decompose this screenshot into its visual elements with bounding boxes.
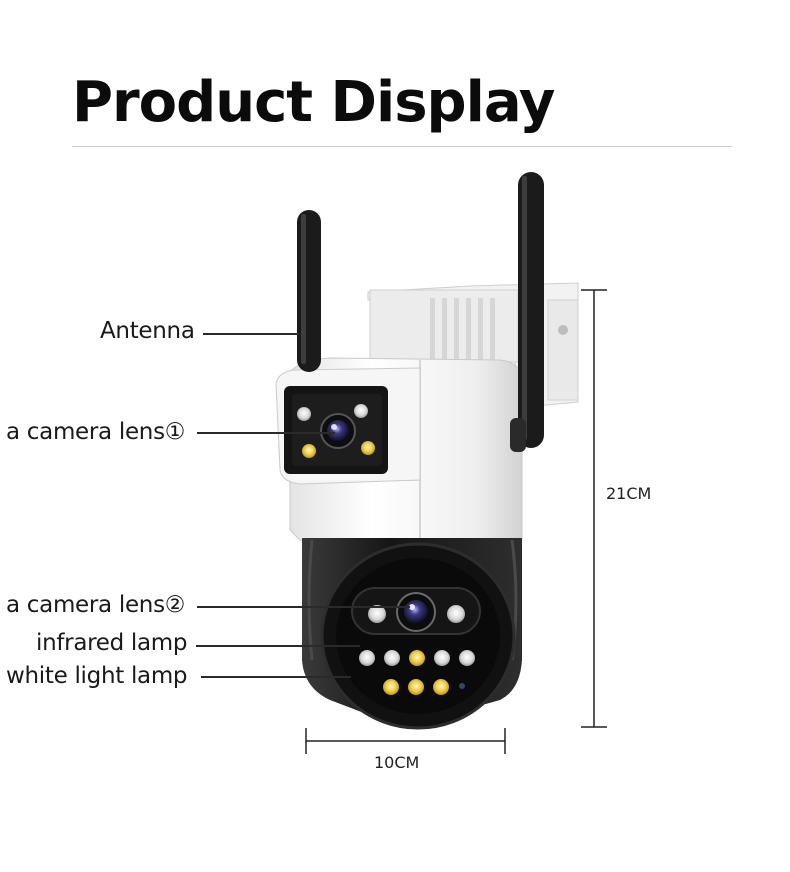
antenna-left — [297, 210, 321, 372]
label-camera-lens-1: a camera lens① — [6, 419, 186, 445]
height-dimension-label: 21CM — [606, 484, 652, 503]
title-divider — [72, 146, 732, 147]
leader-camera-lens-2 — [197, 606, 410, 608]
antenna-right — [510, 172, 544, 452]
camera-lens-1 — [320, 413, 356, 449]
height-dimension-line — [581, 289, 607, 728]
width-dimension-line — [305, 728, 506, 754]
lens-1-lamps — [297, 404, 375, 458]
label-infrared-lamp: infrared lamp — [36, 630, 188, 656]
label-camera-lens-2: a camera lens② — [6, 592, 186, 618]
label-white-light-lamp: white light lamp — [6, 663, 188, 689]
infrared-lamps — [359, 650, 475, 666]
camera-lens-2 — [396, 592, 436, 632]
lens-2-lamps — [368, 605, 465, 623]
width-dimension-label: 10CM — [374, 753, 420, 772]
leader-white-light-lamp — [201, 676, 351, 678]
white-light-lamps — [383, 679, 465, 695]
leader-camera-lens-1 — [197, 432, 335, 434]
leader-antenna — [203, 333, 299, 335]
page-title: Product Display — [72, 70, 555, 135]
lower-dome — [302, 538, 522, 730]
leader-infrared-lamp — [196, 645, 360, 647]
label-antenna: Antenna — [100, 318, 195, 344]
